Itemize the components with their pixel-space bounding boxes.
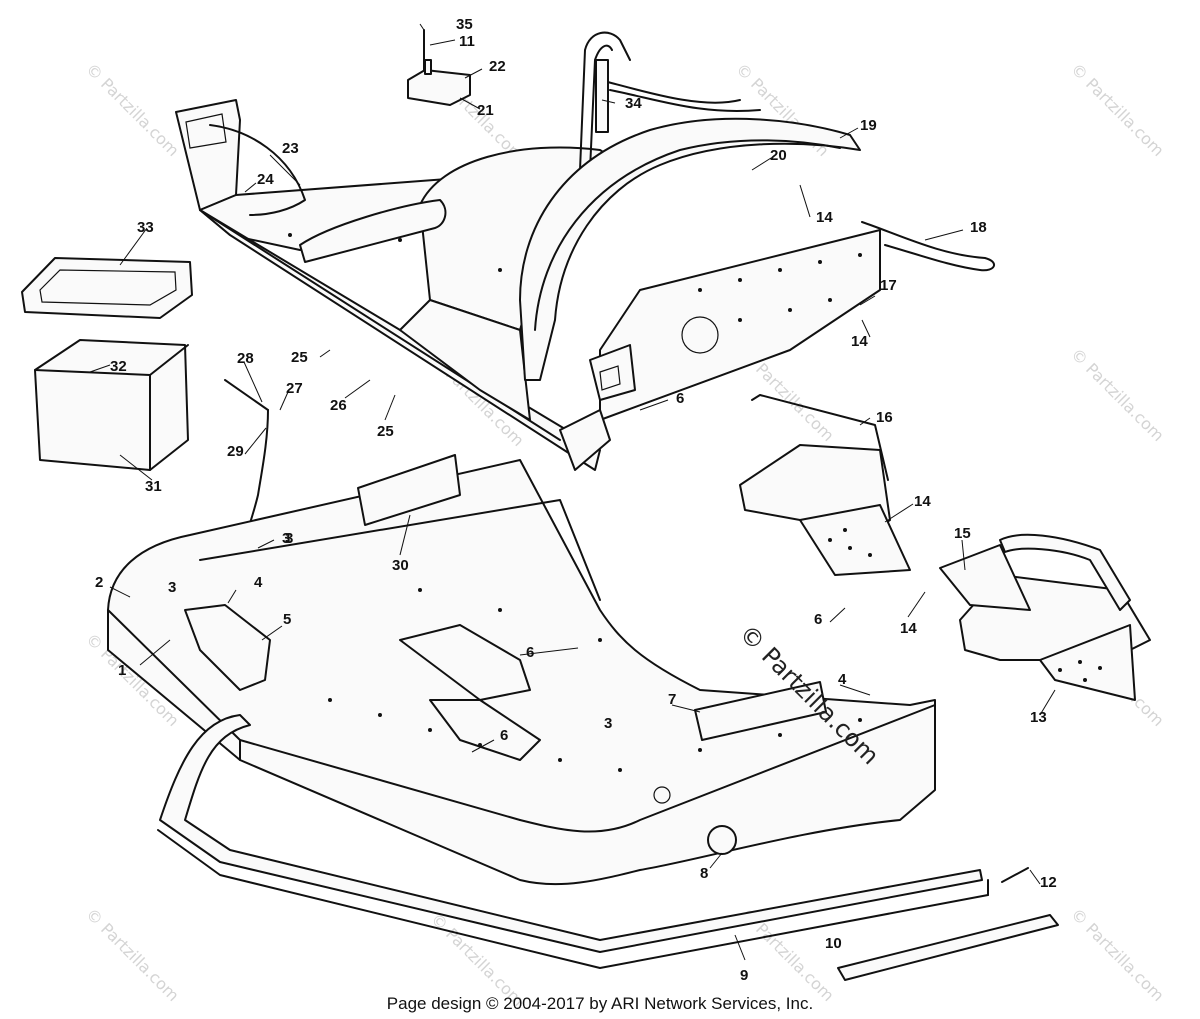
cable-end [224,379,269,411]
callout-25: 25 [291,349,308,366]
watermark: © Partzilla.com [1067,59,1168,160]
bolt-shaft [1001,867,1029,883]
callout-14: 14 [816,209,833,226]
chassis-tunnel [175,31,881,471]
watermark: © Partzilla.com [82,59,183,160]
callout-33: 33 [137,219,154,236]
bracket [357,454,461,526]
trim-strip [837,914,1059,981]
running-board-left [739,394,911,576]
callout-29: 29 [227,443,244,460]
callout-10: 10 [825,935,842,952]
callout-28: 28 [237,350,254,367]
callout-34: 34 [625,95,642,112]
callout-2: 2 [95,574,103,591]
callout-3: 3 [168,579,176,596]
battery-parts [21,257,193,471]
watermark: © Partzilla.com [1067,904,1168,1005]
callout-24: 24 [257,171,274,188]
callout-3: 3 [604,715,612,732]
callout-14: 14 [851,333,868,350]
callout-1: 1 [118,662,126,679]
callout-17: 17 [880,277,897,294]
belly-pan [107,459,936,886]
shield-outline [209,124,306,216]
page-footer: Page design © 2004-2017 by ARI Network S… [386,994,814,1013]
bracket-plate [694,681,827,741]
callout-14: 14 [914,493,931,510]
callout-3: 3 [282,530,290,547]
callout-5: 5 [283,611,291,628]
callout-9: 9 [740,967,748,984]
callout-27: 27 [286,380,303,397]
callout-6: 6 [814,611,822,628]
callout-12: 12 [1040,874,1057,891]
callout-30: 30 [392,557,409,574]
callout-3: 3 [285,530,293,547]
regulator-parts [407,29,471,106]
callout-32: 32 [110,358,127,375]
callout-6: 6 [676,390,684,407]
handle-loop [861,221,995,272]
callout-4: 4 [254,574,263,591]
callout-13: 13 [1030,709,1047,726]
callout-6: 6 [500,727,508,744]
callout-11: 11 [459,33,475,50]
callout-8: 8 [700,865,708,882]
leader-lines [89,23,1056,961]
callout-20: 20 [770,147,787,164]
callout-22: 22 [489,58,506,75]
callout-19: 19 [860,117,877,134]
bumper [157,714,989,969]
latch [184,604,271,691]
callout-14: 14 [900,620,917,637]
callout-4: 4 [838,671,847,688]
watermark: © Partzilla.com [1067,344,1168,445]
callout-15: 15 [954,525,971,542]
callout-21: 21 [477,102,494,119]
callout-23: 23 [282,140,299,157]
callout-31: 31 [145,478,162,495]
running-board-right [939,533,1151,701]
watermark: © Partzilla.com [82,904,183,1005]
callouts: 1 2 3 3 3 3 4 4 5 6 6 6 6 7 8 9 10 12 13… [95,16,1057,984]
callout-6: 6 [526,644,534,661]
callout-25: 25 [377,423,394,440]
callout-16: 16 [876,409,893,426]
decal-strip [595,59,609,133]
callout-18: 18 [970,219,987,236]
callout-7: 7 [668,691,676,708]
callout-35: 35 [456,16,473,33]
callout-26: 26 [330,397,347,414]
